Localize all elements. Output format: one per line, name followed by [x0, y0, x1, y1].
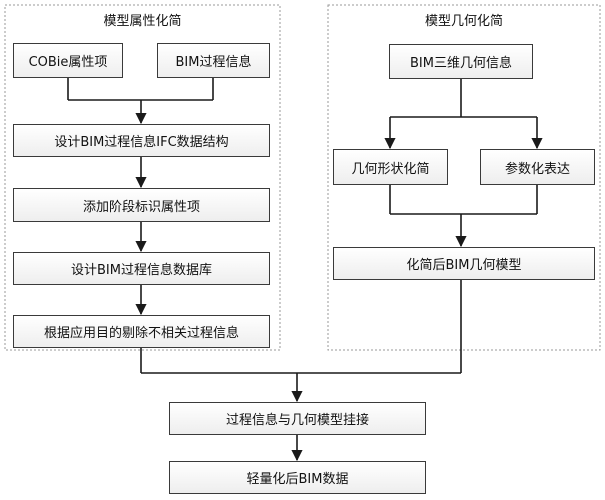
bim-process-info-node: BIM过程信息 [157, 43, 270, 78]
right-panel-frame [327, 4, 601, 351]
lightweight-bim-data-node: 轻量化后BIM数据 [169, 461, 426, 494]
parametric-expression-node: 参数化表达 [480, 149, 595, 185]
remove-irrelevant-node: 根据应用目的剔除不相关过程信息 [13, 315, 270, 348]
mount-process-geometry-node: 过程信息与几何模型挂接 [169, 402, 426, 435]
add-stage-attributes-node: 添加阶段标识属性项 [13, 188, 270, 222]
right-panel-connectors [384, 79, 543, 248]
shape-simplification-node: 几何形状化简 [333, 149, 448, 185]
simplified-geometry-model-node: 化简后BIM几何模型 [333, 247, 595, 280]
left-panel-frame [4, 4, 281, 351]
merge-connectors [140, 280, 462, 462]
bim-3d-geometry-node: BIM三维几何信息 [389, 44, 533, 79]
cobie-attributes-node: COBie属性项 [13, 43, 123, 78]
left-panel-title: 模型属性化简 [103, 14, 182, 29]
right-panel-title: 模型几何化简 [424, 14, 503, 29]
ifc-structure-node: 设计BIM过程信息IFC数据结构 [13, 124, 270, 157]
left-panel-connectors [67, 78, 214, 316]
process-database-node: 设计BIM过程信息数据库 [13, 252, 270, 285]
